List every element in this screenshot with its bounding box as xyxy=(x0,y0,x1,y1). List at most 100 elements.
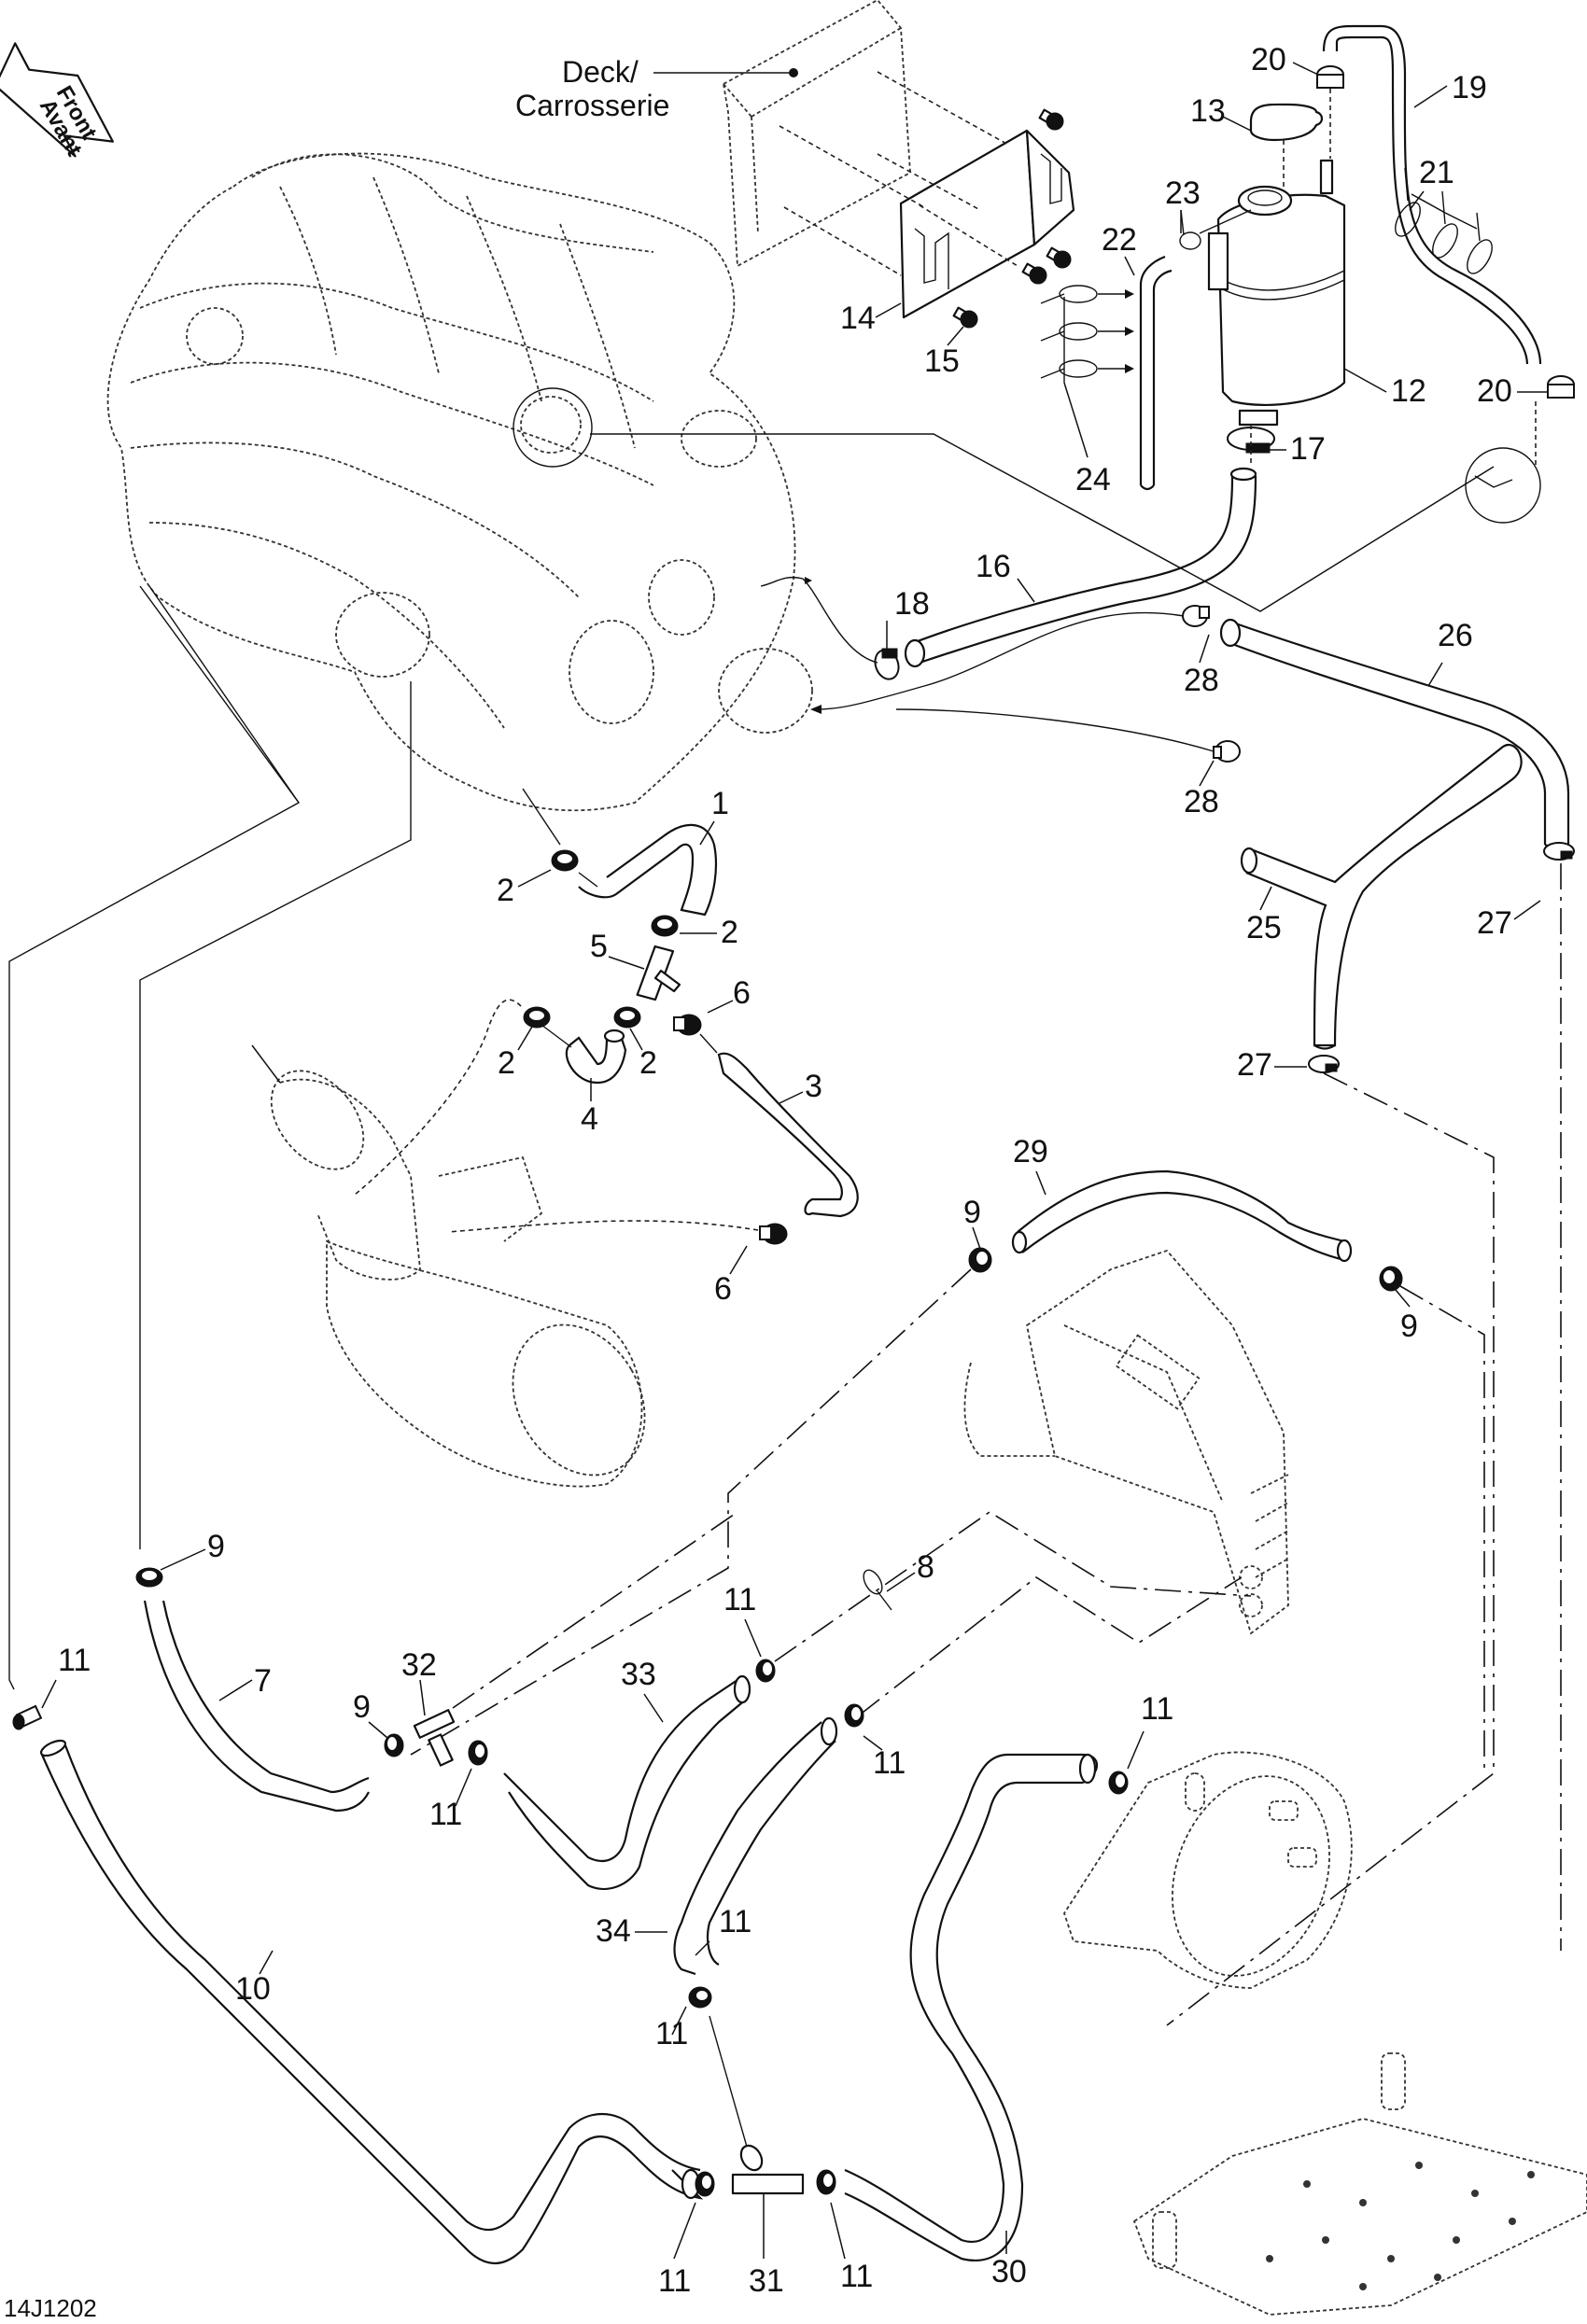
callout-11: 11 xyxy=(1141,1691,1173,1727)
callout-30: 30 xyxy=(991,2254,1027,2289)
callout-7: 7 xyxy=(254,1663,272,1699)
hose-clamp-11-30 xyxy=(1108,1771,1129,1795)
hose-clamp-2c xyxy=(523,1006,551,1029)
leader-line-engine-left xyxy=(148,585,300,804)
detail-circle xyxy=(1465,447,1541,524)
callout-29: 29 xyxy=(1013,1134,1048,1169)
callout-9: 9 xyxy=(353,1689,371,1725)
hose-clamp-27-right xyxy=(1543,842,1575,861)
hose-clamp-9-right xyxy=(1379,1266,1403,1292)
hose-clamp-11-t32 xyxy=(468,1740,488,1766)
callout-6: 6 xyxy=(714,1271,732,1307)
hose-clamp-28-bottom xyxy=(895,708,1241,763)
callout-21: 21 xyxy=(1419,155,1454,190)
vent-hose-22 xyxy=(1139,255,1173,491)
hose-4 xyxy=(354,999,627,1196)
hose-clamp-9-top xyxy=(135,1567,163,1588)
callout-27: 27 xyxy=(1477,905,1512,941)
figure-code: 14J1202 xyxy=(4,2294,97,2322)
pump-housing xyxy=(1063,1751,1353,1989)
callout-3: 3 xyxy=(805,1069,822,1104)
hose-clamp-11-33 xyxy=(755,1659,776,1683)
overflow-hose xyxy=(1322,24,1542,467)
callout-25: 25 xyxy=(1246,910,1282,945)
hose-clamp-9-left xyxy=(968,1247,992,1273)
callout-4: 4 xyxy=(581,1101,598,1137)
hose-3 xyxy=(699,1033,859,1218)
callout-15: 15 xyxy=(924,343,960,379)
deck-label: Deck/ xyxy=(562,55,639,89)
hose-10 xyxy=(39,1739,704,2264)
callout-11: 11 xyxy=(840,2259,873,2294)
hose-34 xyxy=(673,1716,838,1976)
hose-clamp-6b xyxy=(447,1220,788,1245)
hose-clamp-6a xyxy=(673,1014,702,1036)
ride-plate xyxy=(1132,2052,1587,2316)
tie-wraps-21 xyxy=(1395,167,1493,274)
callout-6: 6 xyxy=(733,975,751,1011)
t-fitting-5 xyxy=(636,945,681,1001)
callout-11: 11 xyxy=(719,1904,751,1939)
hose-clamp-2d xyxy=(613,1006,641,1029)
deck-label-group: Deck/ Carrosserie xyxy=(515,55,798,122)
hose-33 xyxy=(503,1674,751,1890)
callout-9: 9 xyxy=(207,1529,225,1564)
callout-28: 28 xyxy=(1184,663,1219,698)
callout-1: 1 xyxy=(711,786,729,821)
hose-clamp-11-t31-right xyxy=(816,2169,836,2195)
callout-9: 9 xyxy=(1400,1309,1418,1344)
callout-17: 17 xyxy=(1290,431,1326,467)
callout-26: 26 xyxy=(1438,618,1473,653)
hose-clamp-11-34 xyxy=(844,1703,864,1728)
front-direction-arrow: Front Avant xyxy=(0,42,114,161)
callout-10: 10 xyxy=(235,1971,271,2007)
engine-block xyxy=(106,152,1495,812)
callout-31: 31 xyxy=(749,2263,784,2299)
callout-11: 11 xyxy=(58,1643,91,1678)
callout-16: 16 xyxy=(976,549,1011,584)
callout-11: 11 xyxy=(873,1745,906,1781)
callout-32: 32 xyxy=(401,1647,437,1683)
callout-20: 20 xyxy=(1477,373,1512,409)
t-fitting-32 xyxy=(413,1511,738,1767)
hose-30 xyxy=(844,1753,1099,2261)
callout-11: 11 xyxy=(658,2263,691,2299)
hose-16 xyxy=(904,467,1257,668)
callout-13: 13 xyxy=(1190,93,1226,129)
hose-clamp-2a xyxy=(551,849,579,872)
callout-19: 19 xyxy=(1452,70,1487,105)
callout-18: 18 xyxy=(894,586,930,622)
tie-wraps-24 xyxy=(1040,285,1134,383)
mounting-bracket xyxy=(779,71,1075,319)
tank-outlet-clamp xyxy=(1227,425,1275,467)
tie-wrap-8 xyxy=(863,1569,892,1611)
hose-clamp-20-top xyxy=(1316,65,1344,89)
screws xyxy=(952,108,1072,329)
callout-5: 5 xyxy=(590,929,608,964)
hose-clamp-27-left xyxy=(1308,1055,1340,1073)
t-fitting-31 xyxy=(709,2015,805,2195)
muffler xyxy=(251,1044,646,1488)
carrosserie-label: Carrosserie xyxy=(515,89,669,122)
callout-11: 11 xyxy=(723,1582,756,1617)
hose-7 xyxy=(143,1600,370,1813)
callout-24: 24 xyxy=(1075,462,1111,497)
callout-2: 2 xyxy=(498,1045,515,1081)
callout-22: 22 xyxy=(1102,222,1137,258)
hose-clamp-11-t31-left xyxy=(695,2171,715,2197)
callout-14: 14 xyxy=(840,301,876,336)
coolant-reservoir xyxy=(1199,159,1346,427)
callouts: 1 2 2 2 2 3 4 5 6 6 7 8 9 9 9 xyxy=(41,42,1548,2299)
callout-27: 27 xyxy=(1237,1047,1272,1083)
hose-26 xyxy=(1219,618,1570,849)
hose-clamp-11-34-bottom xyxy=(688,1986,712,2009)
callout-28: 28 xyxy=(1184,784,1219,819)
hose-clamp-2b xyxy=(651,915,679,937)
callout-23: 23 xyxy=(1165,175,1201,211)
hose-1 xyxy=(522,788,718,917)
hose-clamp-20-bottom xyxy=(1547,375,1575,399)
hose-clamp-11-left xyxy=(12,1704,43,1730)
callout-12: 12 xyxy=(1391,373,1426,409)
radiator-cap xyxy=(1249,103,1324,187)
